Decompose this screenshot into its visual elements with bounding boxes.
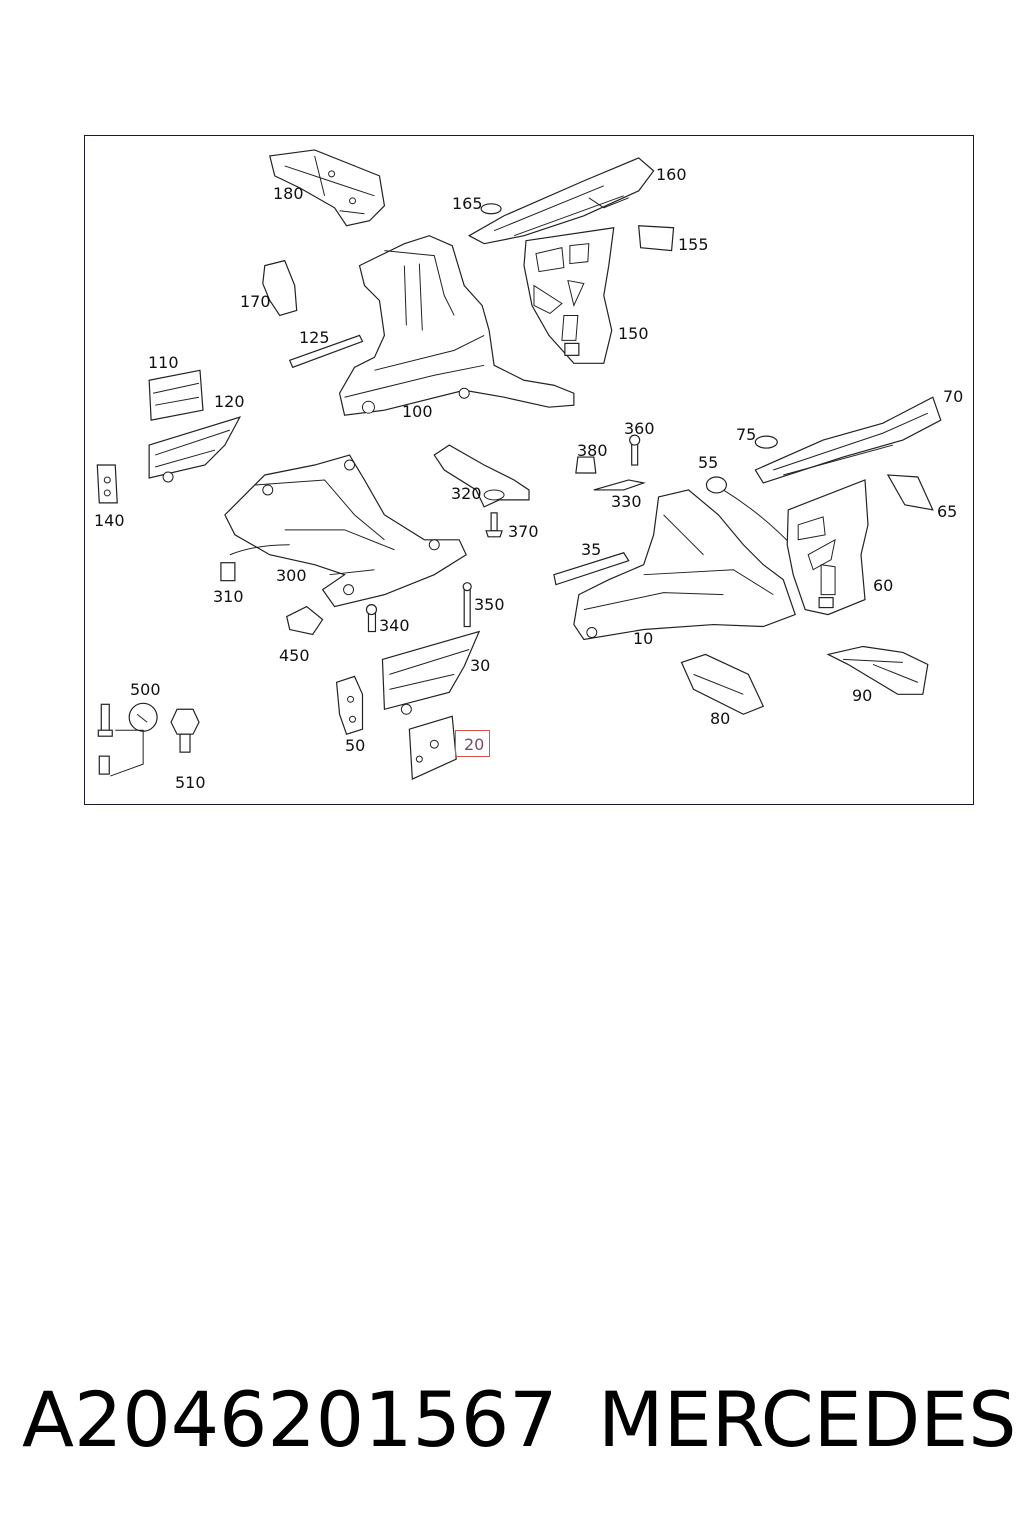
callout-90: 90 bbox=[852, 686, 873, 705]
part-120-drawing bbox=[148, 416, 242, 483]
part-150-drawing bbox=[523, 227, 615, 364]
callout-140: 140 bbox=[94, 511, 125, 530]
part-75-drawing bbox=[754, 435, 778, 449]
part-140-drawing bbox=[96, 464, 118, 504]
callout-30: 30 bbox=[470, 656, 491, 675]
callout-350: 350 bbox=[474, 595, 505, 614]
callout-450: 450 bbox=[279, 646, 310, 665]
parts-drawing bbox=[96, 149, 942, 780]
callout-110: 110 bbox=[148, 353, 179, 372]
part-55-drawing bbox=[705, 476, 728, 494]
part-310-drawing bbox=[220, 562, 236, 582]
callout-510: 510 bbox=[175, 773, 206, 792]
callout-80: 80 bbox=[710, 709, 731, 728]
callout-165: 165 bbox=[452, 194, 483, 213]
callout-330: 330 bbox=[611, 492, 642, 511]
part-370-drawing bbox=[485, 512, 503, 538]
callout-340: 340 bbox=[379, 616, 410, 635]
part-500-drawing bbox=[97, 702, 158, 777]
callout-20-highlighted[interactable]: 20 bbox=[455, 730, 491, 757]
callout-370: 370 bbox=[508, 522, 539, 541]
part-330-drawing bbox=[593, 479, 646, 491]
part-180-drawing bbox=[269, 149, 386, 227]
callout-320: 320 bbox=[451, 484, 482, 503]
callout-360: 360 bbox=[624, 419, 655, 438]
callout-300: 300 bbox=[276, 566, 307, 585]
callout-35: 35 bbox=[581, 540, 602, 559]
callout-120: 120 bbox=[214, 392, 245, 411]
part-110-drawing bbox=[148, 369, 204, 421]
part-80-drawing bbox=[680, 653, 765, 715]
part-170-drawing bbox=[262, 259, 298, 317]
part-300-leader bbox=[229, 544, 290, 556]
part-20-drawing bbox=[408, 715, 457, 780]
callout-65: 65 bbox=[937, 502, 958, 521]
parts-diagram bbox=[84, 135, 974, 805]
part-350-drawing bbox=[462, 582, 472, 628]
part-510-drawing bbox=[170, 708, 200, 753]
part-165-drawing bbox=[480, 203, 502, 215]
part-380-drawing bbox=[575, 456, 597, 474]
part-450-drawing bbox=[286, 605, 324, 636]
callout-70: 70 bbox=[943, 387, 964, 406]
callout-125: 125 bbox=[299, 328, 330, 347]
part-number: A2046201567 bbox=[22, 1375, 558, 1464]
part-35-drawing bbox=[553, 552, 630, 586]
callout-55: 55 bbox=[698, 453, 719, 472]
part-360-drawing bbox=[629, 434, 641, 466]
caption: A2046201567 MERCEDES bbox=[22, 1375, 1016, 1465]
part-160-drawing bbox=[467, 157, 655, 245]
part-320-drawing bbox=[433, 444, 530, 508]
part-70-drawing bbox=[754, 396, 942, 484]
callout-50: 50 bbox=[345, 736, 366, 755]
part-125-drawing bbox=[288, 334, 364, 369]
part-65-drawing bbox=[886, 474, 934, 511]
callout-10: 10 bbox=[633, 629, 654, 648]
callout-160: 160 bbox=[656, 165, 687, 184]
callout-60: 60 bbox=[873, 576, 894, 595]
part-50-drawing bbox=[335, 675, 364, 735]
part-60-drawing bbox=[786, 479, 869, 616]
callout-150: 150 bbox=[618, 324, 649, 343]
part-90-drawing bbox=[826, 645, 929, 695]
callout-310: 310 bbox=[213, 587, 244, 606]
callout-500: 500 bbox=[130, 680, 161, 699]
part-340-drawing bbox=[365, 603, 378, 633]
part-100-drawing bbox=[338, 235, 575, 416]
callout-75: 75 bbox=[736, 425, 757, 444]
callout-155: 155 bbox=[678, 235, 709, 254]
callout-380: 380 bbox=[577, 441, 608, 460]
callout-170: 170 bbox=[240, 292, 271, 311]
callout-180: 180 bbox=[273, 184, 304, 203]
part-10-drawing bbox=[573, 489, 796, 641]
part-30-drawing bbox=[381, 630, 481, 715]
callout-100: 100 bbox=[402, 402, 433, 421]
brand-name: MERCEDES bbox=[598, 1375, 1017, 1464]
part-300-drawing bbox=[224, 454, 467, 608]
part-155-drawing bbox=[638, 225, 675, 252]
